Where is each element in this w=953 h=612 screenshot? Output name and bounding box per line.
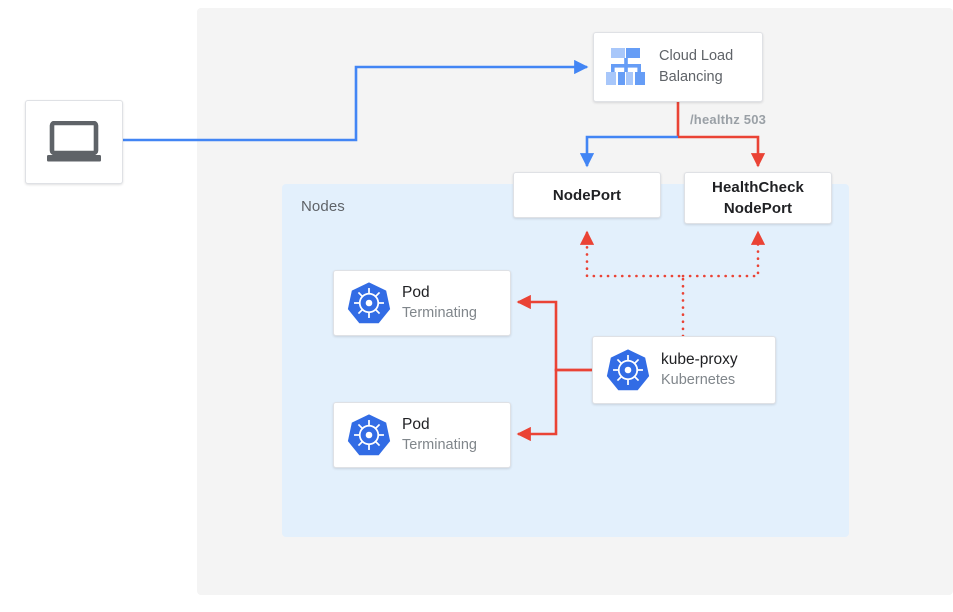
pod-node-1-subtitle: Terminating <box>402 305 477 321</box>
pod-node-1-title: Pod <box>402 284 430 301</box>
edge-client-to-lb <box>123 59 589 142</box>
cloud-load-balancing-icon <box>606 48 645 85</box>
nodes-region-label: Nodes <box>301 198 345 215</box>
edge-kubeproxy-to-healthcheck-dotted <box>681 230 766 278</box>
cloud-load-balancing-node: Cloud Load Balancing <box>593 32 763 102</box>
cloud-load-balancing-label: Cloud Load Balancing <box>659 46 733 88</box>
kubernetes-icon <box>606 349 650 391</box>
kube-proxy-node: kube-proxy Kubernetes <box>592 336 776 404</box>
pod-node-2-text: Pod Terminating <box>402 415 477 455</box>
healthcheck-nodeport-label-line2: NodePort <box>723 200 793 217</box>
pod-node-2-title: Pod <box>402 416 430 433</box>
pod-node-1-text: Pod Terminating <box>402 283 477 323</box>
cloud-load-balancing-label-line2: Balancing <box>659 69 723 85</box>
kubernetes-icon <box>347 282 391 324</box>
pod-node-1: Pod Terminating <box>333 270 511 336</box>
nodeport-node: NodePort <box>513 172 661 218</box>
nodeport-label: NodePort <box>552 186 622 204</box>
edge-lb-to-nodeport <box>579 135 678 168</box>
laptop-icon <box>47 121 101 162</box>
pod-node-2-subtitle: Terminating <box>402 437 477 453</box>
cloud-load-balancing-label-line1: Cloud Load <box>659 48 734 64</box>
healthz-edge-label: /healthz 503 <box>690 112 767 127</box>
edge-kubeproxy-to-nodeport-dotted <box>579 230 685 338</box>
edge-lb-to-healthcheck-nodeport <box>678 135 766 168</box>
kube-proxy-subtitle: Kubernetes <box>661 372 736 388</box>
edge-kubeproxy-to-pod-2 <box>516 368 592 442</box>
kube-proxy-title: kube-proxy <box>661 351 738 368</box>
healthcheck-nodeport-node: HealthCheck NodePort <box>684 172 832 224</box>
healthcheck-nodeport-label-line1: HealthCheck <box>712 179 804 196</box>
edge-kubeproxy-to-pod-1 <box>516 294 592 372</box>
client-node <box>25 100 123 184</box>
kube-proxy-text: kube-proxy Kubernetes <box>661 350 738 390</box>
pod-node-2: Pod Terminating <box>333 402 511 468</box>
kubernetes-icon <box>347 414 391 456</box>
